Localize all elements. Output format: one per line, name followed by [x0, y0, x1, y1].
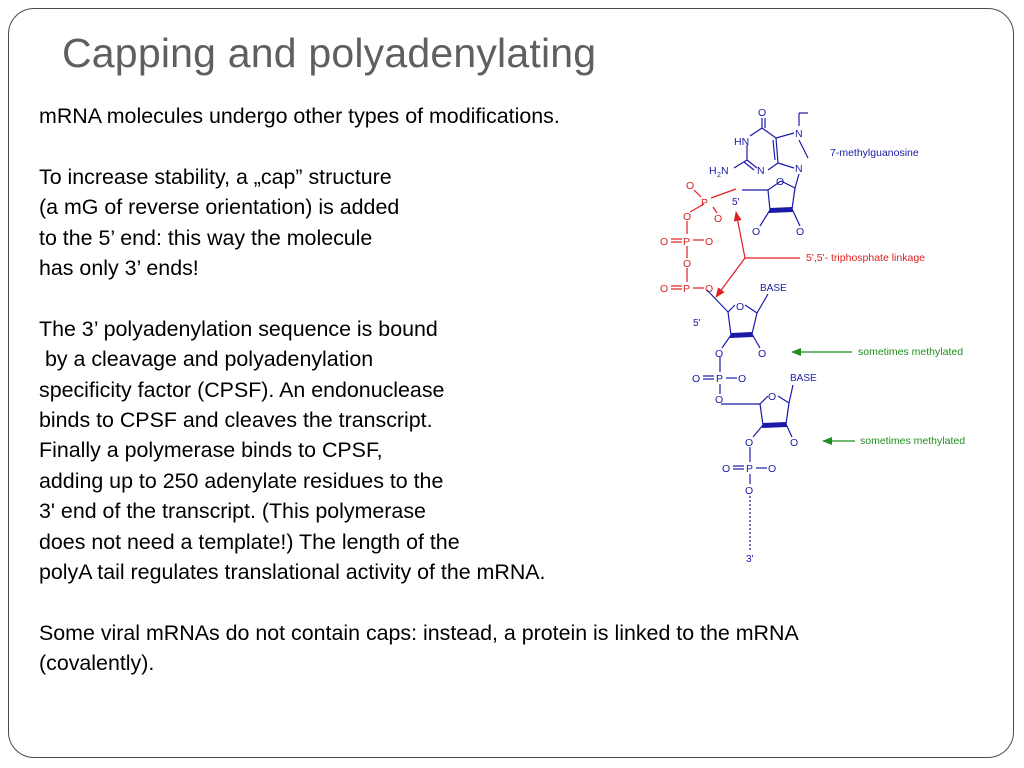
atom-label: N	[721, 165, 729, 177]
atom-label: O	[745, 485, 753, 497]
atom-label: O	[752, 226, 760, 238]
atom-label: O	[660, 236, 668, 248]
atom-label: O	[768, 391, 776, 403]
label-sometimes-methylated-1: sometimes methylated	[858, 346, 963, 358]
ribose-wedge	[730, 332, 753, 338]
guanine-base	[733, 112, 809, 189]
cap-ribose	[742, 180, 801, 227]
atom-label: P	[683, 283, 690, 295]
label-triphosphate-linkage: 5',5'- triphosphate linkage	[806, 252, 925, 264]
guanine-atoms: O HN N N N H 2 N	[709, 107, 803, 179]
atom-label: O	[758, 348, 766, 360]
text-line: (a mG of reverse orientation) is added	[39, 195, 400, 220]
nucleotide-2	[721, 384, 794, 484]
atom-label: O	[705, 236, 713, 248]
nucleotide-1-atoms: O O O O P O O	[692, 301, 766, 406]
text-line: (covalently).	[39, 651, 155, 676]
text-line: specificity factor (CPSF). An endonuclea…	[39, 377, 445, 402]
cap-ribose-atoms: O O O	[752, 176, 804, 238]
atom-label: O	[768, 463, 776, 475]
atom-label: O	[776, 176, 784, 188]
text-line: has only 3’ ends!	[39, 256, 199, 281]
atom-label: N	[795, 128, 803, 140]
atom-label: O	[683, 258, 691, 270]
ribose-wedge	[762, 422, 787, 428]
atom-label: O	[722, 463, 730, 475]
text-line: The 3’ polyadenylation sequence is bound	[39, 316, 438, 341]
atom-label: P	[716, 373, 723, 385]
triphosphate-pointer	[715, 211, 800, 298]
text-line: 3' end of the transcript. (This polymera…	[39, 499, 426, 524]
atom-label: O	[715, 394, 723, 406]
atom-label: P	[746, 463, 753, 475]
mrna-cap-structure-diagram: O HN N N N H 2 N 7-methylguanosine O O O…	[660, 107, 965, 565]
label-base-1: BASE	[760, 283, 787, 294]
atom-label: O	[745, 437, 753, 449]
atom-label: O	[692, 373, 700, 385]
label-5-prime-cap: 5'	[732, 197, 740, 208]
text-line: binds to CPSF and cleaves the transcript…	[39, 408, 433, 433]
atom-label: O	[683, 211, 691, 223]
atom-label: 2	[717, 172, 721, 179]
atom-label: P	[701, 197, 708, 209]
text-line: by a cleavage and polyadenylation	[39, 347, 374, 372]
slide-frame	[8, 8, 1014, 758]
slide-title: Capping and polyadenylating	[62, 30, 597, 76]
nucleotide-1	[703, 289, 769, 394]
ribose-wedge	[769, 207, 793, 213]
nucleotide-2-atoms: O O O O P O O	[722, 391, 798, 497]
atom-label: H	[709, 165, 717, 177]
atom-label: O	[758, 107, 766, 119]
atom-label: O	[796, 226, 804, 238]
paragraph-intro: mRNA molecules undergo other types of mo…	[39, 101, 979, 131]
atom-label: O	[736, 301, 744, 313]
label-5-prime-nucleotide: 5'	[693, 318, 701, 329]
atom-label: HN	[734, 136, 749, 148]
atom-label: N	[757, 165, 765, 177]
atom-label: O	[705, 283, 713, 295]
label-7-methylguanosine: 7-methylguanosine	[830, 147, 919, 159]
slide-body: mRNA molecules undergo other types of mo…	[39, 101, 979, 709]
label-base-2: BASE	[790, 373, 817, 384]
triphosphate-bonds	[671, 188, 737, 290]
text-line: Some viral mRNAs do not contain caps: in…	[39, 620, 799, 645]
atom-label: P	[683, 236, 690, 248]
label-sometimes-methylated-2: sometimes methylated	[860, 435, 965, 447]
text-line: To increase stability, a „cap” structure	[39, 164, 392, 189]
atom-label: O	[790, 437, 798, 449]
text-line: mRNA molecules undergo other types of mo…	[39, 104, 560, 128]
paragraph-polya: The 3’ polyadenylation sequence is bound…	[39, 314, 979, 588]
paragraph-viral: Some viral mRNAs do not contain caps: in…	[39, 618, 979, 679]
label-3-prime: 3'	[746, 554, 754, 565]
atom-label: N	[795, 163, 803, 175]
atom-label: O	[715, 348, 723, 360]
text-line: polyA tail regulates translational activ…	[39, 560, 546, 585]
atom-label: O	[714, 213, 722, 225]
atom-label: O	[738, 373, 746, 385]
text-line: to the 5’ end: this way the molecule	[39, 225, 373, 250]
text-line: does not need a template!) The length of…	[39, 529, 460, 554]
atom-label: O	[660, 283, 668, 295]
text-line: Finally a polymerase binds to CPSF,	[39, 438, 383, 463]
atom-label: O	[686, 180, 694, 192]
triphosphate-atoms: O P O O O P O O O P O	[660, 180, 722, 295]
text-line: adding up to 250 adenylate residues to t…	[39, 468, 444, 493]
paragraph-cap: To increase stability, a „cap” structure…	[39, 162, 979, 284]
